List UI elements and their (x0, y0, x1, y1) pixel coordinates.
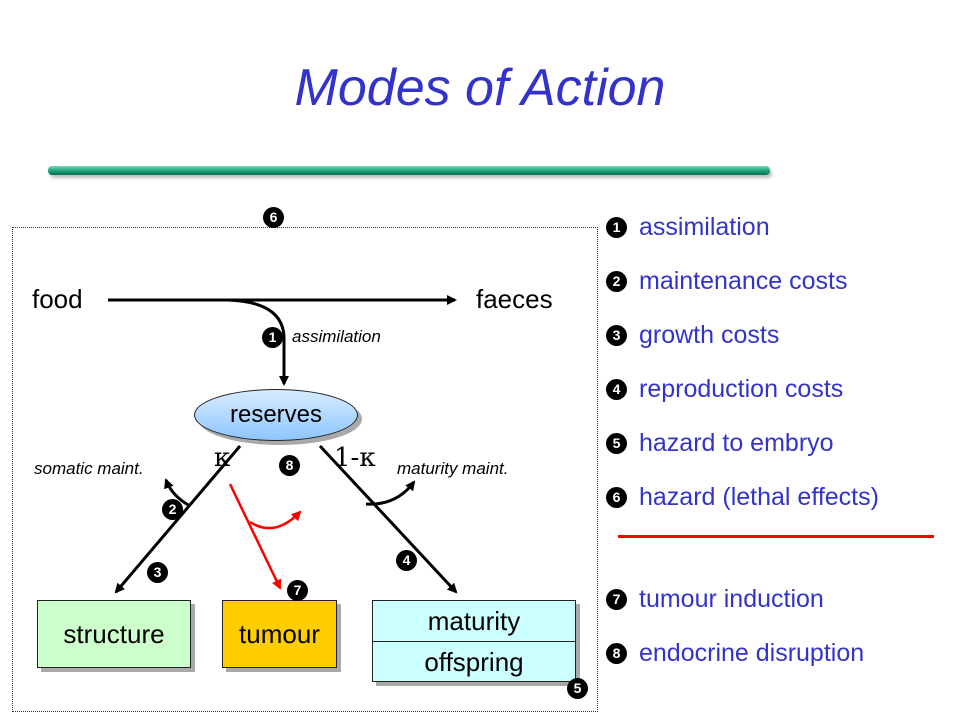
diagram-frame (12, 227, 598, 712)
legend: 1 assimilation 2 maintenance costs 3 gro… (606, 200, 956, 680)
legend-text: tumour induction (639, 584, 824, 613)
tumour-arrow (228, 483, 282, 590)
legend-item: 4 reproduction costs (606, 362, 956, 416)
somatic-maint-arrow (164, 478, 191, 508)
legend-item: 6 hazard (lethal effects) (606, 470, 956, 524)
legend-number: 5 (606, 432, 627, 454)
legend-text: reproduction costs (639, 374, 844, 403)
legend-text: growth costs (639, 320, 780, 349)
legend-text: maintenance costs (639, 266, 848, 295)
legend-spacer (606, 524, 956, 572)
legend-number: 1 (606, 216, 627, 238)
maturity-label: maturity (373, 601, 575, 642)
somatic-maint-label: somatic maint. (34, 459, 144, 478)
legend-number: 4 (606, 378, 627, 400)
assimilation-arrow (227, 298, 289, 386)
structure-box: structure (37, 600, 191, 668)
marker-8: 8 (279, 455, 300, 476)
kappa-label: κ (214, 443, 231, 473)
legend-item: 1 assimilation (606, 200, 956, 254)
assimilation-label: assimilation (292, 327, 381, 346)
structure-arrow (114, 445, 242, 594)
marker-4: 4 (396, 550, 417, 571)
legend-number: 7 (606, 588, 627, 610)
marker-2: 2 (162, 499, 183, 520)
legend-number: 3 (606, 324, 627, 346)
legend-number: 6 (606, 486, 627, 508)
marker-7: 7 (287, 580, 308, 601)
legend-number: 8 (606, 642, 627, 664)
maturity-arrow (318, 444, 458, 594)
tumour-box: tumour (222, 600, 337, 668)
reserves-node: reserves (194, 389, 358, 441)
offspring-label: offspring (424, 647, 524, 677)
maturity-maint-label: maturity maint. (397, 459, 509, 478)
marker-1: 1 (262, 327, 283, 348)
legend-item: 2 maintenance costs (606, 254, 956, 308)
food-label: food (32, 284, 83, 314)
marker-5: 5 (567, 678, 588, 699)
legend-item: 8 endocrine disruption (606, 626, 956, 680)
legend-item: 7 tumour induction (606, 572, 956, 626)
legend-item: 3 growth costs (606, 308, 956, 362)
maturity-offspring-box: maturity offspring (372, 600, 576, 682)
one-minus-kappa-label: 1-κ (334, 443, 376, 473)
legend-text: hazard to embryo (639, 428, 834, 457)
page-title: Modes of Action (294, 59, 666, 117)
faeces-label: faeces (476, 284, 553, 314)
maturity-maint-arrow (365, 480, 416, 506)
legend-divider (618, 535, 934, 538)
legend-text: assimilation (639, 212, 770, 241)
endocrine-arrow (249, 510, 302, 530)
legend-item: 5 hazard to embryo (606, 416, 956, 470)
marker-3: 3 (147, 562, 168, 583)
legend-text: hazard (lethal effects) (639, 482, 879, 511)
legend-text: endocrine disruption (639, 638, 865, 667)
marker-6: 6 (263, 207, 284, 228)
legend-number: 2 (606, 270, 627, 292)
title-underline (48, 166, 770, 175)
